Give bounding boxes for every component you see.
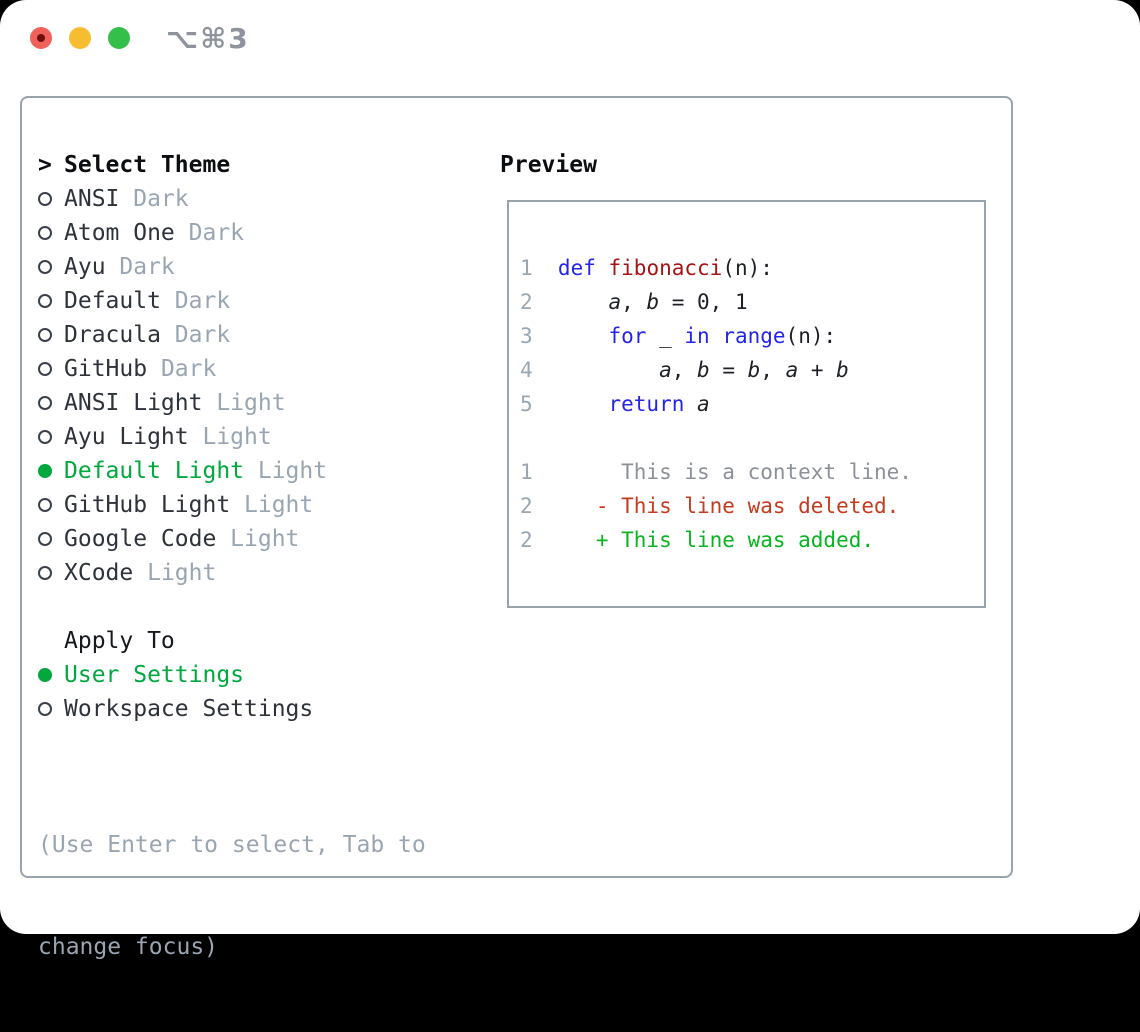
theme-variant-label: Light <box>257 458 328 484</box>
theme-variant-label: Light <box>244 492 314 518</box>
apply-option-label: User Settings <box>64 662 245 688</box>
code-line: 4 a, b = b, a + b <box>520 353 849 387</box>
radio-icon <box>38 328 52 342</box>
apply-option-workspace-settings[interactable]: Workspace Settings <box>38 692 313 726</box>
close-button[interactable] <box>30 27 52 49</box>
theme-variant-label: Dark <box>188 220 245 246</box>
theme-option-github-light[interactable]: GitHub Light Light <box>38 488 327 522</box>
radio-icon <box>38 498 52 512</box>
prompt-slot: > <box>38 152 64 178</box>
radio-icon <box>38 396 52 410</box>
theme-name: Ayu Light <box>64 424 189 450</box>
radio-icon <box>38 532 52 546</box>
keyboard-hint-line2: change focus) <box>38 934 219 960</box>
theme-name: Default Light <box>64 458 245 484</box>
code-line: 5 return a <box>520 387 849 421</box>
radio-icon <box>38 702 52 716</box>
theme-variant-label: Light <box>202 424 272 450</box>
line-number: 1 <box>520 460 533 484</box>
line-number: 2 <box>520 290 533 314</box>
theme-option-xcode[interactable]: XCode Light <box>38 556 327 590</box>
apply-option-label: Workspace Settings <box>64 696 314 722</box>
window-shortcut-label: ⌥⌘3 <box>166 22 250 55</box>
radio-selected-icon <box>38 668 52 682</box>
apply-to-header-row: Apply To <box>38 624 313 658</box>
minimize-button[interactable] <box>69 27 91 49</box>
theme-option-default[interactable]: Default Dark <box>38 284 327 318</box>
radio-icon <box>38 192 52 206</box>
line-number: 5 <box>520 392 533 416</box>
radio-icon <box>38 260 52 274</box>
radio-icon <box>38 294 52 308</box>
theme-option-dracula[interactable]: Dracula Dark <box>38 318 327 352</box>
theme-list-header-row: > Select Theme <box>38 148 327 182</box>
apply-to-heading: Apply To <box>64 628 175 654</box>
theme-name: Ayu <box>64 254 106 280</box>
radio-selected-icon <box>38 464 52 478</box>
theme-name: Google Code <box>64 526 217 552</box>
line-number: 2 <box>520 528 533 552</box>
keyboard-hint-line1: (Use Enter to select, Tab to <box>38 832 426 858</box>
theme-variant-label: Dark <box>119 254 175 280</box>
theme-option-ansi[interactable]: ANSI Dark <box>38 182 327 216</box>
diff-line: 1 This is a context line. <box>520 455 912 489</box>
close-dot-icon <box>37 34 45 42</box>
theme-variant-label: Light <box>216 390 286 416</box>
theme-name: XCode <box>64 560 134 586</box>
select-theme-heading: Select Theme <box>64 152 231 178</box>
theme-option-ayu[interactable]: Ayu Dark <box>38 250 327 284</box>
theme-option-google-code[interactable]: Google Code Light <box>38 522 327 556</box>
theme-option-ansi-light[interactable]: ANSI Light Light <box>38 386 327 420</box>
apply-option-user-settings[interactable]: User Settings <box>38 658 313 692</box>
diff-line: 2 - This line was deleted. <box>520 489 912 523</box>
line-number: 4 <box>520 358 533 382</box>
code-line: 2 a, b = 0, 1 <box>520 285 849 319</box>
theme-option-atom-one[interactable]: Atom One Dark <box>38 216 327 250</box>
radio-icon <box>38 362 52 376</box>
theme-name: GitHub Light <box>64 492 231 518</box>
line-number: 1 <box>520 256 533 280</box>
theme-name: Dracula <box>64 322 161 348</box>
theme-name: Default <box>64 288 161 314</box>
theme-option-ayu-light[interactable]: Ayu Light Light <box>38 420 327 454</box>
theme-variant-label: Dark <box>160 356 217 382</box>
code-line: 3 for _ in range(n): <box>520 319 849 353</box>
theme-name: ANSI <box>64 186 120 212</box>
keyboard-hint: (Use Enter to select, Tab to change focu… <box>38 760 426 1032</box>
theme-option-default-light[interactable]: Default Light Light <box>38 454 327 488</box>
radio-icon <box>38 226 52 240</box>
theme-variant-label: Dark <box>133 186 189 212</box>
theme-name: ANSI Light <box>64 390 203 416</box>
line-number: 3 <box>520 324 533 348</box>
theme-name: GitHub <box>64 356 148 382</box>
theme-variant-label: Light <box>230 526 300 552</box>
theme-name: Atom One <box>64 220 175 246</box>
radio-icon <box>38 430 52 444</box>
radio-icon <box>38 566 52 580</box>
prompt-icon: > <box>38 152 52 178</box>
theme-variant-label: Dark <box>174 322 231 348</box>
zoom-button[interactable] <box>108 27 130 49</box>
preview-heading: Preview <box>500 152 597 178</box>
preview-diff-block: 1 This is a context line.2 - This line w… <box>520 455 912 557</box>
theme-variant-label: Dark <box>174 288 231 314</box>
theme-option-github[interactable]: GitHub Dark <box>38 352 327 386</box>
diff-line: 2 + This line was added. <box>520 523 912 557</box>
theme-variant-label: Light <box>147 560 217 586</box>
line-number: 2 <box>520 494 533 518</box>
